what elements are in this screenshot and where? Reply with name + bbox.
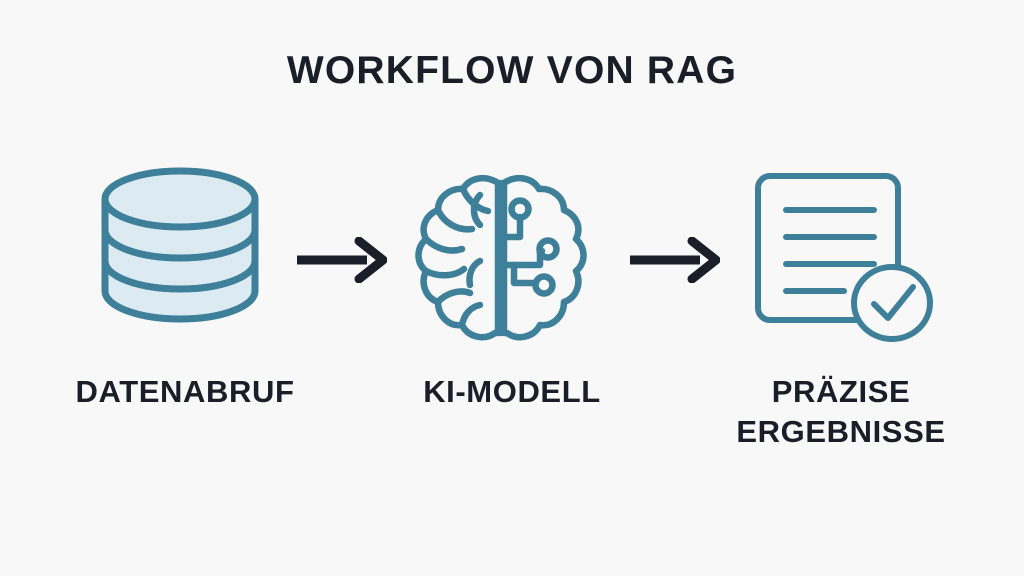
step-label-ki-modell: KI-MODELL xyxy=(423,374,601,409)
arrow-right-icon xyxy=(630,237,720,283)
flow-step-ki-modell xyxy=(410,165,592,355)
step-label-praezise-ergebnisse: PRÄZISE ERGEBNISSE xyxy=(676,372,1006,451)
ai-brain-icon xyxy=(415,174,587,341)
step-label-line-1: PRÄZISE xyxy=(771,374,911,409)
database-icon xyxy=(101,167,259,323)
flow-row xyxy=(0,165,1024,355)
arrow-right-icon xyxy=(297,237,387,283)
flow-step-datenabruf xyxy=(95,165,265,355)
step-label-line-2: ERGEBNISSE xyxy=(736,413,946,449)
document-check-icon xyxy=(755,173,933,342)
page-title: WORKFLOW VON RAG xyxy=(286,49,738,92)
flow-step-praezise-ergebnisse xyxy=(748,165,938,355)
step-label-datenabruf: DATENABRUF xyxy=(75,374,295,409)
label-row: DATENABRUF KI-MODELL PRÄZISE ERGEBNISSE xyxy=(0,372,1024,492)
